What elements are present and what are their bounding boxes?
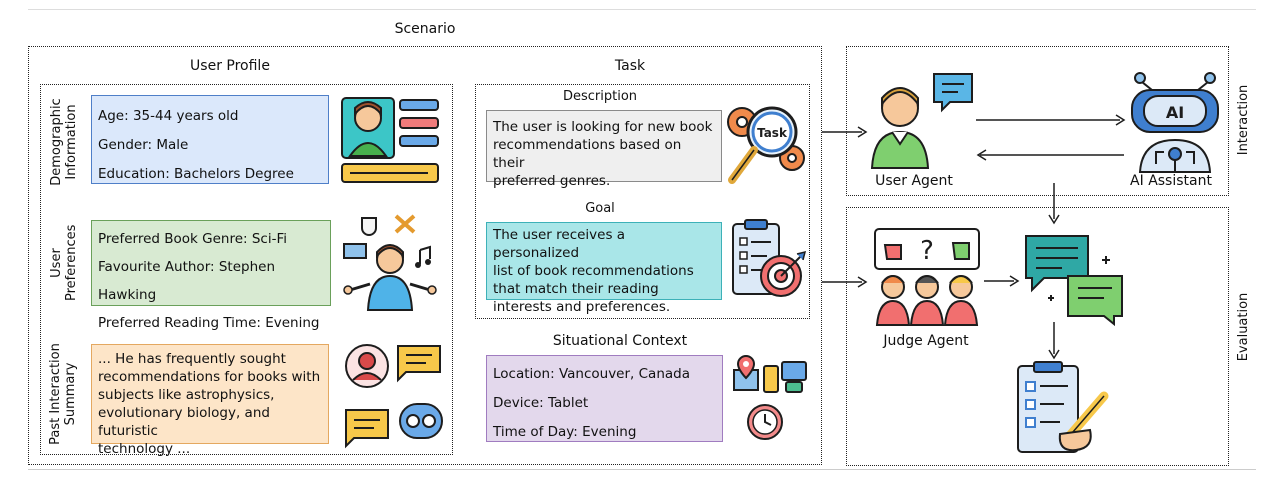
demographic-gender: Gender: Male bbox=[98, 137, 189, 153]
preference-time: Preferred Reading Time: Evening bbox=[98, 315, 320, 331]
interaction-title: Interaction bbox=[1236, 84, 1251, 156]
judges-group-icon: ? bbox=[874, 228, 980, 326]
task-panel bbox=[475, 84, 810, 319]
past-line-1: ... He has frequently sought bbox=[98, 351, 286, 367]
user-agent-label: User Agent bbox=[875, 173, 953, 189]
arrow-feedback-to-checklist bbox=[1048, 322, 1060, 360]
demographic-education: Education: Bachelors Degree bbox=[98, 166, 294, 182]
situational-context-title: Situational Context bbox=[552, 333, 688, 349]
user-profile-panel bbox=[40, 84, 453, 455]
task-title: Task bbox=[614, 58, 646, 74]
description-box: The user is looking for new book recomme… bbox=[486, 110, 722, 189]
user-agent-icon bbox=[870, 73, 973, 169]
person-hobbies-icon bbox=[343, 214, 437, 311]
situational-context-box: Location: Vancouver, Canada Device: Tabl… bbox=[486, 355, 723, 442]
goal-line-2: list of book recommendations bbox=[493, 263, 694, 279]
evaluation-title: Evaluation bbox=[1236, 292, 1251, 362]
scenario-title: Scenario bbox=[394, 21, 456, 37]
task-icon-text: Task bbox=[757, 126, 788, 140]
arrow-task-to-evaluation bbox=[822, 276, 868, 288]
interaction-panel bbox=[846, 46, 1229, 196]
past-interaction-box: ... He has frequently sought recommendat… bbox=[91, 344, 329, 457]
description-title: Description bbox=[562, 89, 638, 104]
context-location: Location: Vancouver, Canada bbox=[493, 366, 690, 382]
arrow-ai-to-user bbox=[976, 149, 1124, 161]
past-line-2: recommendations for books with bbox=[98, 369, 321, 385]
arrow-judge-to-feedback bbox=[984, 275, 1020, 287]
goal-line-4: interests and preferences. bbox=[493, 299, 671, 315]
evaluation-panel bbox=[846, 207, 1229, 466]
location-devices-icon bbox=[733, 354, 807, 393]
arrow-task-to-interaction bbox=[822, 126, 868, 138]
goal-box: The user receives a personalized list of… bbox=[486, 222, 722, 315]
goal-title: Goal bbox=[585, 201, 615, 216]
preference-genre: Preferred Book Genre: Sci-Fi bbox=[98, 231, 288, 247]
preference-author: Favourite Author: Stephen Hawking bbox=[98, 259, 276, 303]
scenario-panel bbox=[28, 46, 822, 465]
robot-assistant-icon: AI bbox=[1131, 72, 1219, 173]
demographic-age: Age: 35-44 years old bbox=[98, 108, 239, 124]
top-rule bbox=[28, 9, 1256, 10]
goal-line-1: The user receives a personalized bbox=[493, 227, 626, 261]
ai-assistant-label: AI Assistant bbox=[1130, 173, 1212, 189]
ai-badge: AI bbox=[1166, 103, 1184, 122]
judge-agent-label: Judge Agent bbox=[883, 333, 969, 349]
feedback-bubbles-icon bbox=[1025, 235, 1123, 327]
context-time: Time of Day: Evening bbox=[493, 424, 637, 440]
chat-bubbles-icon bbox=[345, 344, 443, 449]
clock-icon bbox=[747, 404, 783, 440]
demographic-label: Demographic Information bbox=[49, 98, 79, 186]
preferences-label: User Preferences bbox=[49, 224, 79, 301]
task-magnifier-gears-icon: Task bbox=[727, 106, 805, 184]
preferences-box: Preferred Book Genre: Sci-Fi Favourite A… bbox=[91, 220, 331, 331]
past-line-5: technology ... bbox=[98, 441, 191, 457]
checklist-target-icon bbox=[732, 219, 807, 297]
arrow-user-to-ai bbox=[976, 114, 1126, 126]
goal-line-3: that match their reading bbox=[493, 281, 659, 297]
description-line-3: preferred genres. bbox=[493, 173, 611, 189]
svg-text:?: ? bbox=[920, 236, 934, 266]
past-line-4: evolutionary biology, and futuristic bbox=[98, 405, 270, 439]
user-profile-title: User Profile bbox=[190, 58, 270, 74]
description-line-1: The user is looking for new book bbox=[493, 119, 713, 135]
demographic-box: Age: 35-44 years old Gender: Male Educat… bbox=[91, 95, 329, 184]
arrow-interaction-to-feedback bbox=[1048, 183, 1060, 225]
past-line-3: subjects like astrophysics, bbox=[98, 387, 275, 403]
context-device: Device: Tablet bbox=[493, 395, 589, 411]
bottom-rule bbox=[28, 469, 1256, 470]
description-line-2: recommendations based on their bbox=[493, 137, 682, 171]
past-interaction-label: Past Interaction Summary bbox=[48, 343, 78, 445]
profile-card-icon bbox=[341, 97, 439, 183]
clipboard-checklist-icon bbox=[1017, 361, 1109, 453]
